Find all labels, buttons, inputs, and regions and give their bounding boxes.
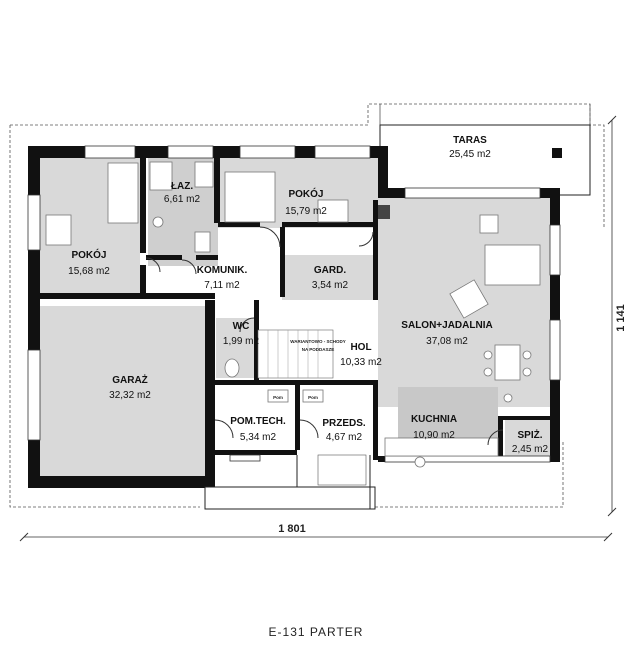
entrance-porch	[204, 454, 376, 510]
terrace-area	[379, 124, 591, 196]
dimension-width-label: 1 801	[278, 523, 306, 535]
label-wc: WC	[233, 321, 250, 332]
area-laz: 6,61 m2	[164, 194, 201, 205]
room-labels: TARAS 25,45 m2 ŁAZ. 6,61 m2 POKÓJ 15,79 …	[68, 135, 548, 455]
label-pokoj-2: POKÓJ	[71, 248, 106, 261]
area-pomtech: 5,34 m2	[240, 432, 277, 443]
label-pomtech: POM.TECH.	[230, 416, 286, 427]
label-kuchnia: KUCHNIA	[411, 414, 457, 425]
label-salon: SALON+JADALNIA	[401, 320, 492, 331]
fixture-label-pom: Pom	[273, 395, 283, 400]
plan-title: E-131 PARTER	[269, 625, 364, 639]
label-garaz: GARAŻ	[112, 373, 148, 386]
label-taras: TARAS	[453, 135, 487, 146]
area-komunik: 7,11 m2	[204, 280, 240, 291]
furniture	[45, 161, 541, 468]
area-hol: 10,33 m2	[340, 357, 382, 368]
label-laz: ŁAZ.	[171, 181, 193, 192]
area-przeds: 4,67 m2	[326, 432, 363, 443]
area-spiz: 2,45 m2	[512, 444, 549, 455]
label-hol: HOL	[350, 342, 371, 353]
label-komunik: KOMUNIK.	[197, 265, 248, 276]
staircase	[257, 329, 334, 379]
dimension-depth-label: 1 141	[615, 304, 627, 332]
interior-walls	[40, 158, 550, 460]
area-garaz: 32,32 m2	[109, 390, 151, 401]
label-pokoj-1: POKÓJ	[288, 187, 323, 200]
fixture-label-pom-2: Pom	[308, 395, 318, 400]
label-spiz: SPIŻ.	[517, 428, 542, 441]
area-wc: 1,99 m2	[223, 336, 260, 347]
label-przeds: PRZEDS.	[322, 418, 366, 429]
dimension-width: 1 801	[19, 523, 613, 542]
area-salon: 37,08 m2	[426, 336, 468, 347]
roof-outline	[9, 103, 605, 508]
stairs-note-line1: WARIANTOWO - SCHODY	[290, 339, 345, 344]
area-kuchnia: 10,90 m2	[413, 430, 455, 441]
area-gard: 3,54 m2	[312, 280, 349, 291]
area-pokoj-1: 15,79 m2	[285, 206, 327, 217]
windows	[27, 145, 561, 463]
area-taras: 25,45 m2	[449, 149, 491, 160]
area-pokoj-2: 15,68 m2	[68, 266, 110, 277]
stairs-note-line2: NA PODDASZE	[302, 347, 335, 352]
label-gard: GARD.	[314, 265, 346, 276]
dimension-depth: 1 141	[607, 115, 627, 517]
